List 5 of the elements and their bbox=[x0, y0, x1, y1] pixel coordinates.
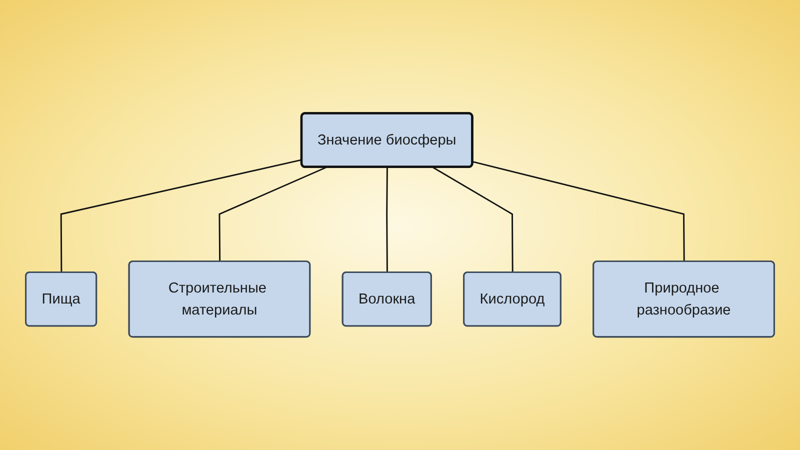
connector bbox=[60, 159, 302, 273]
connector bbox=[218, 166, 327, 262]
connector bbox=[472, 160, 685, 262]
connector bbox=[432, 166, 514, 273]
connector bbox=[386, 167, 388, 273]
